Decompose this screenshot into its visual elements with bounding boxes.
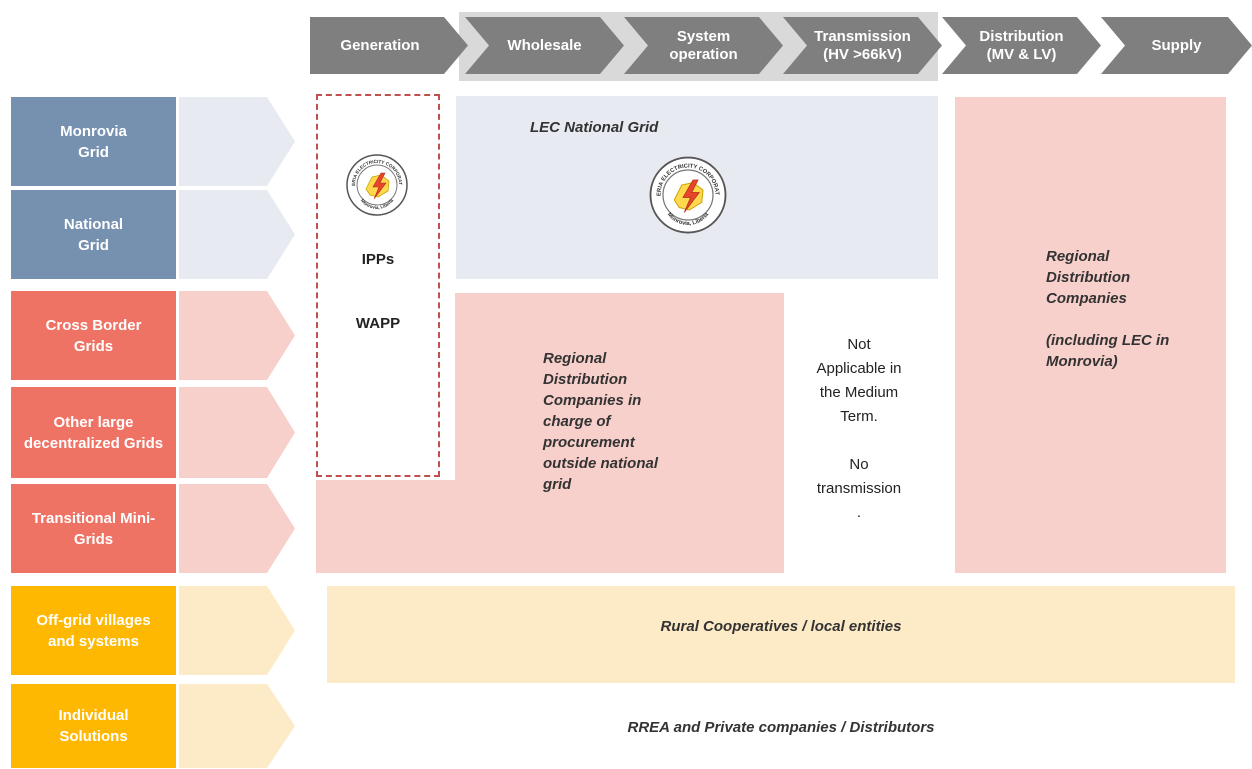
rrea-private-label: RREA and Private companies / Distributor… [627, 719, 935, 736]
lec-logo-national-grid: LIBERIA ELECTRICITY CORPORATION Monrovia… [646, 151, 728, 235]
regional-distribution-region [955, 97, 1226, 573]
stage-generation: Generation [310, 17, 468, 74]
lightning-bolt-map-icon: LIBERIA ELECTRICITY CORPORATION Monrovia… [343, 149, 408, 216]
row-cross-border-grids: Cross Border Grids [11, 291, 176, 380]
stage-transmission: Transmission (HV >66kV) [783, 17, 942, 74]
rural-cooperatives-region [327, 586, 1235, 683]
regional-procurement-region [455, 293, 784, 573]
lec-national-grid-label: LEC National Grid [530, 119, 659, 136]
lec-logo-generation: LIBERIA ELECTRICITY CORPORATION Monrovia… [343, 149, 409, 217]
stage-distribution: Distribution (MV & LV) [942, 17, 1101, 74]
stage-wholesale: Wholesale [465, 17, 624, 74]
row-off-grid-villages-arrow [179, 586, 295, 675]
generation-dashed-box [316, 94, 440, 477]
row-off-grid-villages: Off-grid villages and systems [11, 586, 176, 675]
row-monrovia-grid: Monrovia Grid [11, 97, 176, 186]
stage-supply: Supply [1101, 17, 1252, 74]
row-other-large-decentralized-grids-arrow [179, 387, 295, 478]
stage-system-operation: System operation [624, 17, 783, 74]
row-national-grid-arrow [179, 190, 295, 279]
regional-procurement-label: Regional Distribution Companies in charg… [543, 350, 659, 493]
row-individual-solutions-arrow [179, 684, 295, 768]
ipps-label: IPPs [361, 251, 395, 268]
row-national-grid: National Grid [11, 190, 176, 279]
row-individual-solutions: Individual Solutions [11, 684, 176, 768]
wapp-label: WAPP [355, 315, 401, 332]
row-other-large-decentralized-grids: Other large decentralized Grids [11, 387, 176, 478]
not-applicable-note: Not Applicable in the Medium Term. No tr… [816, 336, 902, 521]
row-transitional-mini-grids-arrow [179, 484, 295, 573]
regional-distribution-label: Regional Distribution Companies (includi… [1046, 248, 1170, 370]
row-monrovia-grid-arrow [179, 97, 295, 186]
lightning-bolt-map-icon: LIBERIA ELECTRICITY CORPORATION Monrovia… [646, 151, 727, 234]
row-transitional-mini-grids: Transitional Mini- Grids [11, 484, 176, 573]
rural-cooperatives-label: Rural Cooperatives / local entities [660, 618, 902, 635]
row-cross-border-grids-arrow [179, 291, 295, 380]
